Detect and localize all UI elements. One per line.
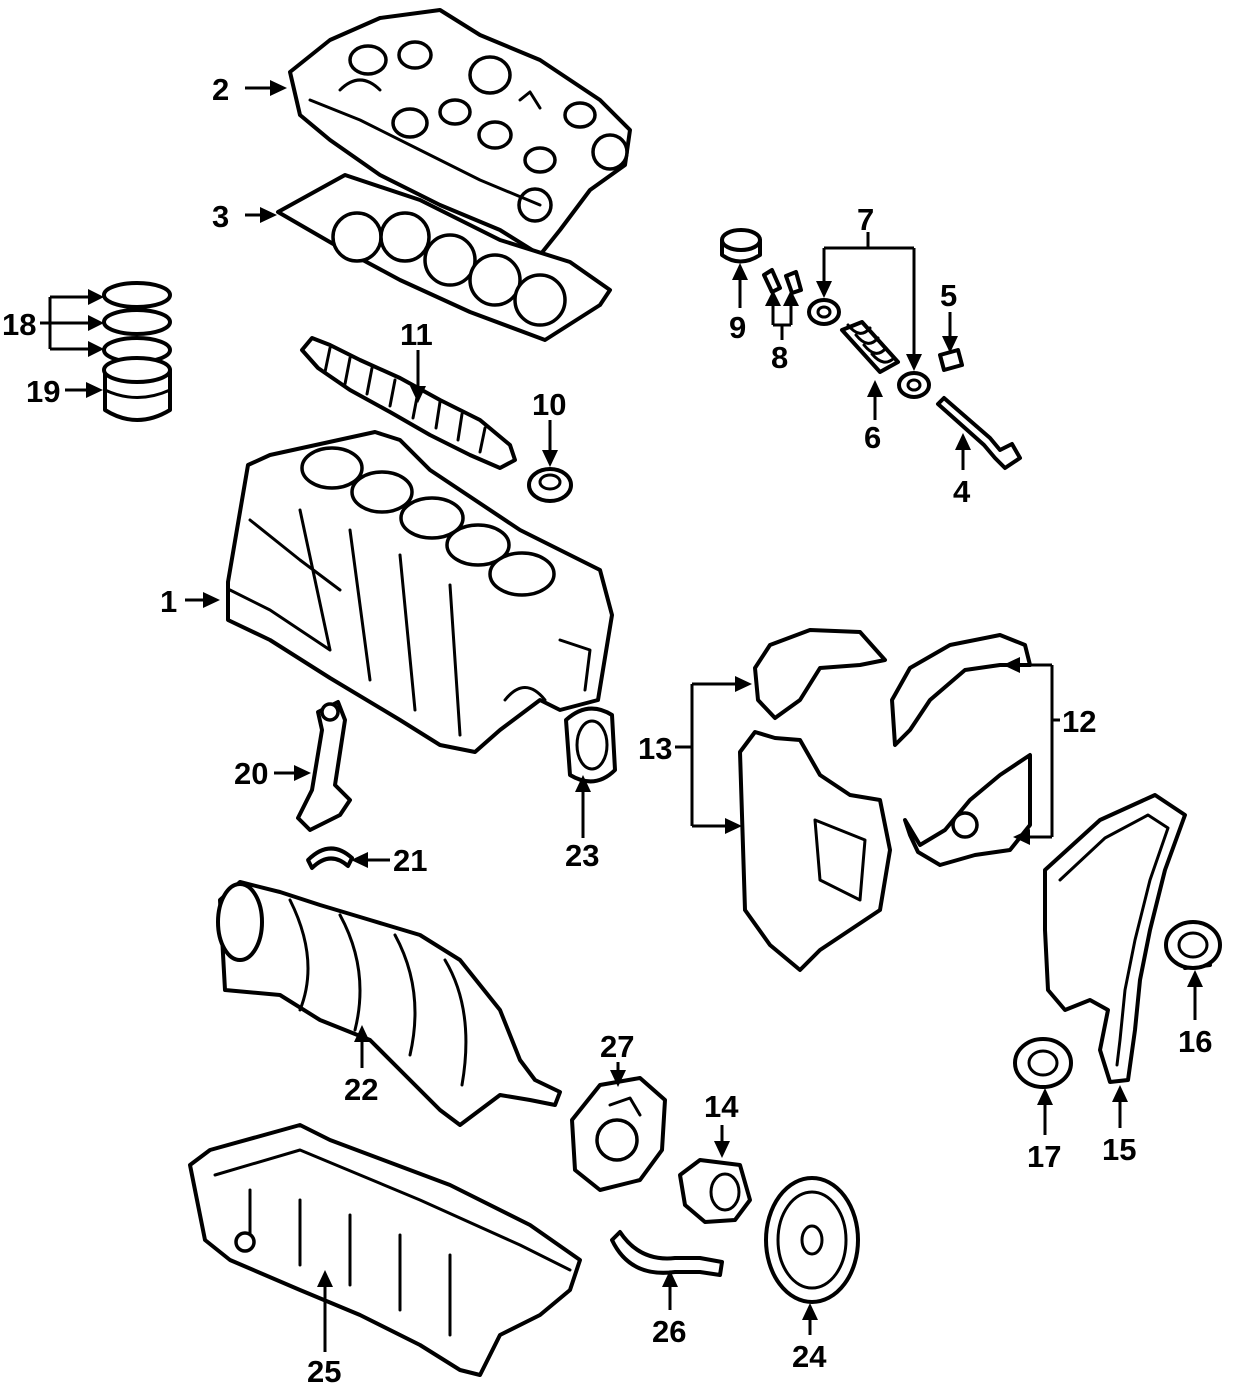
callout-13: 13 xyxy=(638,731,672,766)
oil-pan xyxy=(188,1123,582,1377)
callout-21: 21 xyxy=(393,843,427,878)
callout-4: 4 xyxy=(953,474,971,509)
belt-idler-pulley xyxy=(1013,1037,1073,1089)
callout-10: 10 xyxy=(532,387,566,422)
callout-1: 1 xyxy=(160,584,177,619)
callout-25: 25 xyxy=(307,1354,341,1389)
callout-20: 20 xyxy=(234,756,268,791)
valve xyxy=(936,396,1022,470)
connecting-rod-bearing xyxy=(306,846,354,870)
serpentine-belt xyxy=(1043,793,1187,1084)
crankshaft xyxy=(216,880,562,1127)
timing-cover-upper xyxy=(753,628,887,720)
oil-pickup-tube xyxy=(610,1230,724,1277)
head-gasket xyxy=(276,173,612,342)
valve-spring-retainer xyxy=(807,298,841,326)
piston-rings xyxy=(102,281,172,364)
valve-spring-seat xyxy=(897,371,931,399)
callout-26: 26 xyxy=(652,1314,686,1349)
timing-belt-cover-upper xyxy=(890,633,1032,747)
camshaft xyxy=(300,336,517,470)
engine-block xyxy=(226,430,614,754)
callout-3: 3 xyxy=(212,199,229,234)
callout-6: 6 xyxy=(864,420,881,455)
valve-keepers xyxy=(762,268,803,295)
callout-11: 11 xyxy=(400,317,433,352)
callout-5: 5 xyxy=(940,278,957,313)
timing-cover-lower xyxy=(738,730,892,972)
timing-belt-cover-lower xyxy=(903,753,1032,867)
callout-labels: 2 3 1 18 19 11 10 9 8 7 5 6 4 20 21 23 2… xyxy=(2,72,1212,1389)
valve-spring xyxy=(840,320,900,374)
valve-stem-seal xyxy=(938,348,964,372)
oil-pump xyxy=(570,1076,667,1192)
callout-27: 27 xyxy=(600,1029,634,1064)
cylinder-head xyxy=(288,8,632,257)
callout-23: 23 xyxy=(565,838,599,873)
callout-15: 15 xyxy=(1102,1132,1136,1167)
valve-lifter xyxy=(720,228,762,264)
callout-19: 19 xyxy=(26,374,60,409)
belt-tensioner xyxy=(678,1158,752,1224)
connecting-rod xyxy=(296,700,352,832)
crankshaft-pulley xyxy=(764,1176,860,1304)
callout-18: 18 xyxy=(2,307,36,342)
callout-17: 17 xyxy=(1027,1139,1061,1174)
rear-main-seal xyxy=(564,706,617,784)
callout-7: 7 xyxy=(857,202,874,237)
callout-9: 9 xyxy=(729,310,746,345)
camshaft-seal xyxy=(527,467,573,503)
leader-lines xyxy=(40,80,1203,1352)
callout-14: 14 xyxy=(704,1089,739,1124)
callout-24: 24 xyxy=(792,1339,827,1374)
callout-8: 8 xyxy=(771,340,788,375)
piston xyxy=(102,356,172,422)
callout-22: 22 xyxy=(344,1072,378,1107)
callout-2: 2 xyxy=(212,72,229,107)
callout-12: 12 xyxy=(1062,704,1096,739)
callout-16: 16 xyxy=(1178,1024,1212,1059)
idler-pulley xyxy=(1164,920,1222,970)
